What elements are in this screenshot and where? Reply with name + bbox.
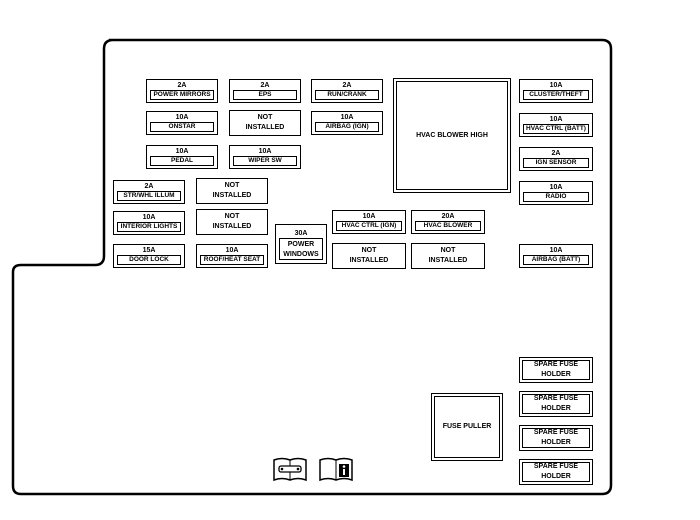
fuse-amp: 30A — [294, 229, 308, 237]
fuse-amp: 10A — [225, 247, 239, 254]
fuse-run-crank: 2A RUN/CRANK — [311, 79, 383, 103]
fuse-amp: 10A — [549, 184, 563, 191]
fuse-cluster-theft: 10A CLUSTER/THEFT — [519, 79, 593, 103]
not-installed-slot: NOT INSTALLED — [332, 243, 406, 269]
not-installed-label: NOT INSTALLED — [428, 247, 468, 264]
fuse-interior-lights: 10A INTERIOR LIGHTS — [113, 211, 185, 235]
fuse-puller: FUSE PULLER — [431, 393, 503, 461]
not-installed-label: NOT INSTALLED — [212, 182, 252, 199]
not-installed-slot: NOT INSTALLED — [229, 110, 301, 136]
fuse-amp: 10A — [340, 114, 354, 121]
spare-fuse-holder-label: SPARE FUSE HOLDER — [533, 463, 579, 480]
not-installed-label: NOT INSTALLED — [245, 114, 285, 131]
not-installed-slot: NOT INSTALLED — [196, 178, 268, 204]
fuse-door-lock: 15A DOOR LOCK — [113, 244, 185, 268]
spare-fuse-holder-label: SPARE FUSE HOLDER — [533, 429, 579, 446]
fuse-airbag-ign: 10A AIRBAG (IGN) — [311, 111, 383, 135]
fuse-power-mirrors: 2A POWER MIRRORS — [146, 79, 218, 103]
fuse-amp: 10A — [549, 247, 563, 254]
not-installed-slot: NOT INSTALLED — [411, 243, 485, 269]
fuse-amp: 20A — [441, 213, 455, 220]
fuse-amp: 2A — [551, 150, 561, 157]
fuse-power-windows: 30A POWER WINDOWS — [275, 224, 327, 264]
fuse-name: RADIO — [523, 192, 589, 202]
spare-fuse-holder-label: SPARE FUSE HOLDER — [533, 395, 579, 412]
fuse-pedal: 10A PEDAL — [146, 145, 218, 169]
not-installed-slot: NOT INSTALLED — [196, 209, 268, 235]
fuse-name: CLUSTER/THEFT — [523, 90, 589, 100]
fuse-amp: 2A — [177, 82, 187, 89]
fuse-roof-heat-seat: 10A ROOF/HEAT SEAT — [196, 244, 268, 268]
fuse-name: ONSTAR — [150, 122, 214, 132]
fuse-amp: 10A — [175, 114, 189, 121]
fuse-amp: 10A — [362, 213, 376, 220]
spare-fuse-holder-label: SPARE FUSE HOLDER — [533, 361, 579, 378]
fuse-name: PEDAL — [150, 156, 214, 166]
fuse-name: HVAC BLOWER — [415, 221, 481, 231]
fuse-name: STR/WHL ILLUM — [117, 191, 181, 201]
fuse-name: AIRBAG (BATT) — [523, 255, 589, 265]
fuse-amp: 2A — [342, 82, 352, 89]
fuse-hvac-ctrl-ign: 10A HVAC CTRL (IGN) — [332, 210, 406, 234]
fuse-wiper-sw: 10A WIPER SW — [229, 145, 301, 169]
fuse-airbag-batt: 10A AIRBAG (BATT) — [519, 244, 593, 268]
not-installed-label: NOT INSTALLED — [212, 213, 252, 230]
fuse-amp: 15A — [142, 247, 156, 254]
fuse-amp: 10A — [549, 116, 563, 123]
fuse-hvac-blower: 20A HVAC BLOWER — [411, 210, 485, 234]
fuse-amp: 10A — [549, 82, 563, 89]
fuse-name: HVAC CTRL (BATT) — [523, 124, 589, 134]
fuse-amp: 2A — [144, 183, 154, 190]
fuse-block-border — [11, 38, 613, 496]
spare-fuse-holder: SPARE FUSE HOLDER — [519, 391, 593, 417]
fuse-name: HVAC CTRL (IGN) — [336, 221, 402, 231]
fuse-name: INTERIOR LIGHTS — [117, 222, 181, 232]
spare-fuse-holder: SPARE FUSE HOLDER — [519, 459, 593, 485]
fuse-name: ROOF/HEAT SEAT — [200, 255, 264, 265]
fuse-amp: 2A — [260, 82, 270, 89]
fuse-name: POWER WINDOWS — [283, 240, 319, 258]
fuse-name: DOOR LOCK — [117, 255, 181, 265]
fuse-onstar: 10A ONSTAR — [146, 111, 218, 135]
relay-hvac-blower-high: HVAC BLOWER HIGH — [393, 78, 511, 193]
fuse-puller-label: FUSE PULLER — [442, 423, 492, 430]
fuse-name: RUN/CRANK — [315, 90, 379, 100]
spare-fuse-holder: SPARE FUSE HOLDER — [519, 425, 593, 451]
fuse-name: WIPER SW — [233, 156, 297, 166]
fuse-name: AIRBAG (IGN) — [315, 122, 379, 132]
fuse-radio: 10A RADIO — [519, 181, 593, 205]
fuse-amp: 10A — [175, 148, 189, 155]
spare-fuse-holder: SPARE FUSE HOLDER — [519, 357, 593, 383]
fuse-amp: 10A — [258, 148, 272, 155]
not-installed-label: NOT INSTALLED — [349, 247, 389, 264]
fuse-name: IGN SENSOR — [523, 158, 589, 168]
relay-label: HVAC BLOWER HIGH — [416, 131, 488, 139]
fuse-name: POWER MIRRORS — [150, 90, 214, 100]
fuse-eps: 2A EPS — [229, 79, 301, 103]
fuse-ign-sensor: 2A IGN SENSOR — [519, 147, 593, 171]
fuse-amp: 10A — [142, 214, 156, 221]
fuse-hvac-ctrl-batt: 10A HVAC CTRL (BATT) — [519, 113, 593, 137]
fuse-str-whl-illum: 2A STR/WHL ILLUM — [113, 180, 185, 204]
fuse-name: EPS — [233, 90, 297, 100]
owner-manual-info-icon — [319, 457, 353, 482]
service-manual-icon — [273, 457, 307, 482]
